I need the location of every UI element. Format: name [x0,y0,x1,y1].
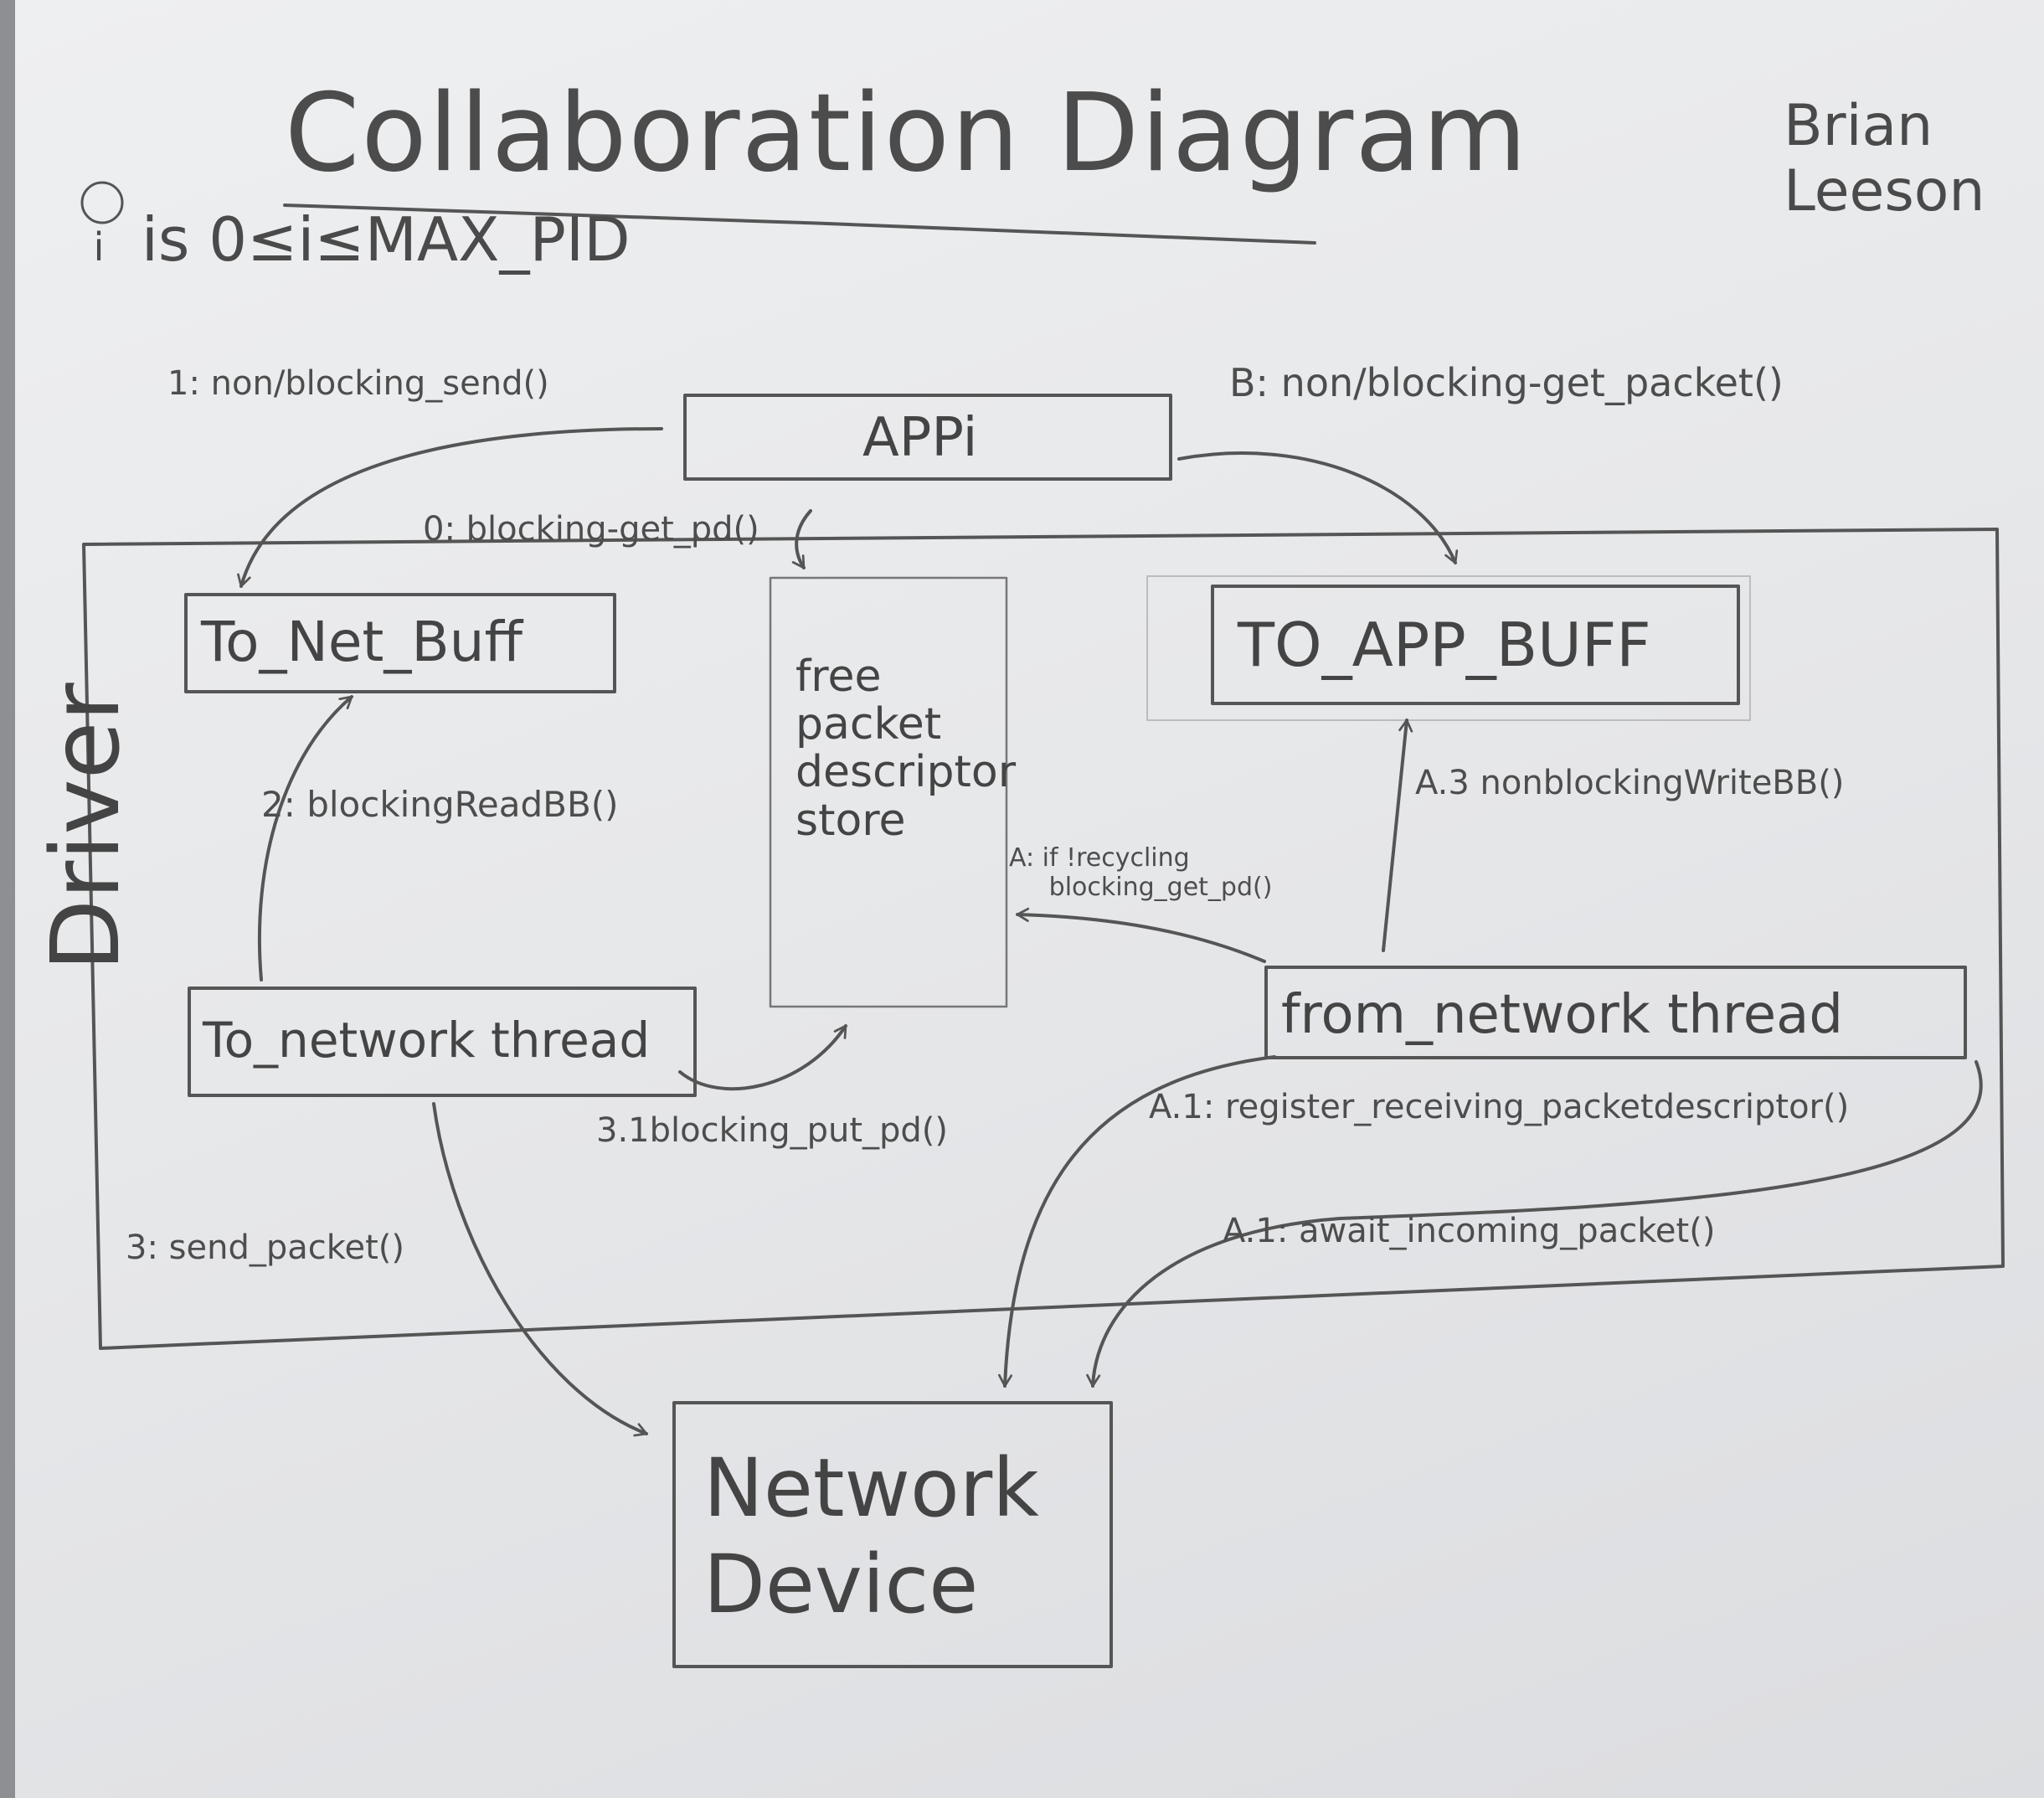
network-device-box [672,1401,1113,1668]
driver-label: Driver [32,683,141,971]
from-network-thread-label: from_network thread [1281,984,1843,1046]
to-app-buff-box [1211,585,1740,705]
app-box [683,394,1172,481]
msg-if-recycling: A: if !recycling blocking_get_pd() [1009,843,1273,902]
to-network-thread-box [188,987,697,1097]
msg-write-bb: A.3 nonblockingWriteBB() [1415,764,1845,802]
msg-read-bb: 2: blockingReadBB() [261,784,619,825]
author-name: Brian Leeson [1784,93,1985,225]
arrow-await [1086,1060,1983,1388]
to-app-buff-label: TO_APP_BUFF [1238,610,1651,680]
arrow-register [997,1055,1276,1388]
free-pd-store-box [769,576,1008,1008]
from-network-thread-box [1264,966,1967,1059]
arrow-read-bb [257,695,353,981]
msg-register: A.1: register_receiving_packetdescriptor… [1149,1088,1850,1126]
paper-sheet [15,0,2044,1798]
driver-boundary [82,528,2005,1350]
arrow-get-pd [791,509,812,569]
to-net-buff-label: To_Net_Buff [201,610,523,674]
to-net-buff-box [184,593,616,693]
arrow-send [237,427,663,588]
arrow-get-packet [1177,451,1459,564]
network-device-label: Network Device [703,1441,1039,1632]
msg-get-packet: B: non/blocking-get_packet() [1229,360,1784,405]
note-marker-circle [80,181,124,224]
arrow-write-bb [1382,719,1413,952]
arrow-if-recycling [1016,907,1266,963]
free-pd-store-label: free packet descriptor store [795,652,1017,846]
note-marker: i [93,224,105,270]
msg-await: A.1: await_incoming_packet() [1223,1212,1716,1250]
title-underline [283,203,1316,245]
note-text: i is 0≤i≤MAX_PID [75,209,631,270]
diagram-title: Collaboration Diagram [285,71,1529,196]
note-condition: is 0≤i≤MAX_PID [141,204,631,275]
arrow-send-packet [432,1102,648,1437]
msg-put-pd: 3.1blocking_put_pd() [596,1111,949,1150]
msg-get-pd: 0: blocking-get_pd() [423,510,759,549]
msg-send-packet: 3: send_packet() [126,1229,404,1267]
msg-send: 1: non/blocking_send() [167,364,549,403]
arrow-put-pd [678,1024,847,1091]
to-network-thread-label: To_network thread [203,1012,651,1069]
to-app-buff-faint-outline [1146,575,1751,721]
app-label: APPi [862,407,978,469]
